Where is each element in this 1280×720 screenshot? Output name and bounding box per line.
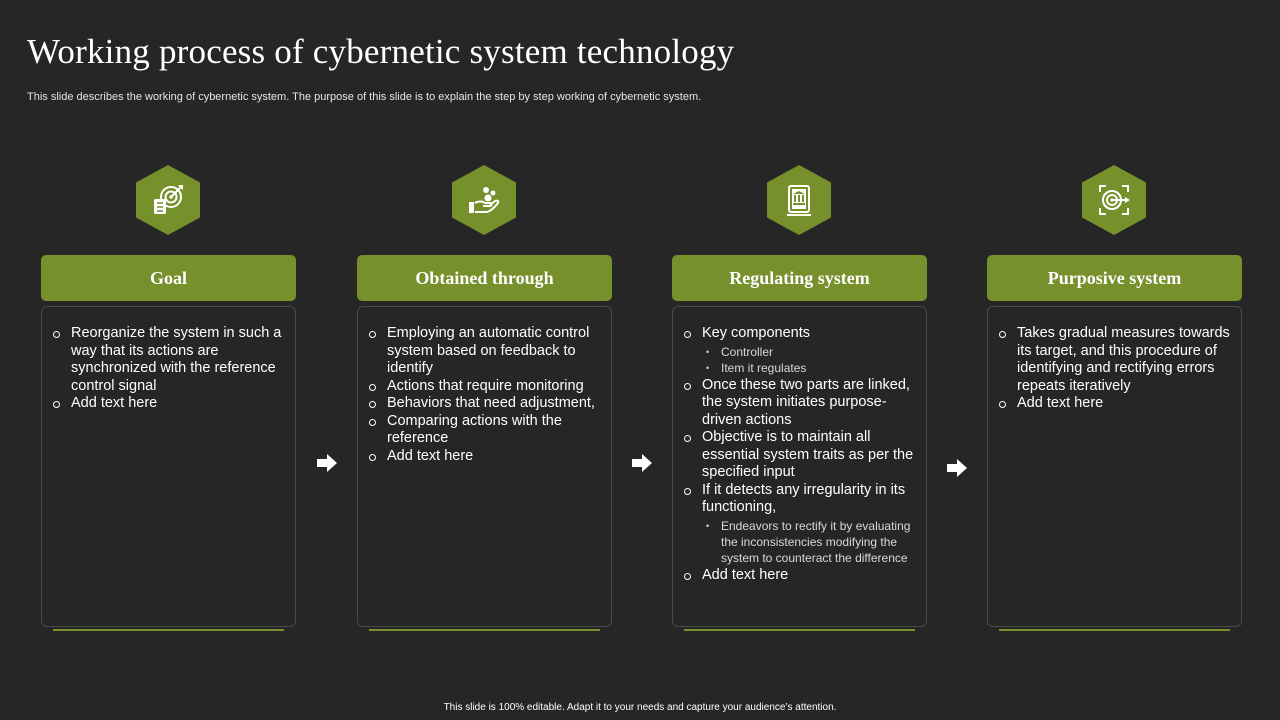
right-arrow-icon xyxy=(317,454,337,472)
step-obtained-through: Obtained through Employing an automatic … xyxy=(357,0,612,720)
accent-underline xyxy=(684,629,915,631)
target-checklist-icon xyxy=(136,165,200,235)
sub-bullet-list: Endeavors to rectify it by evaluating th… xyxy=(702,518,916,566)
sub-bullet-list: Controller Item it regulates xyxy=(702,344,916,376)
list-item: Once these two parts are linked, the sys… xyxy=(683,377,916,430)
step-content-box: Takes gradual measures towards its targe… xyxy=(987,306,1242,627)
step-header: Obtained through xyxy=(357,255,612,301)
bullet-list: Takes gradual measures towards its targe… xyxy=(998,325,1231,413)
list-item: Reorganize the system in such a way that… xyxy=(52,325,285,395)
accent-underline xyxy=(53,629,284,631)
step-content-box: Reorganize the system in such a way that… xyxy=(41,306,296,627)
sub-list-item: Endeavors to rectify it by evaluating th… xyxy=(702,518,916,566)
list-item: Add text here xyxy=(998,395,1231,413)
list-item: Key components Controller Item it regula… xyxy=(683,325,916,376)
list-item: If it detects any irregularity in its fu… xyxy=(683,482,916,566)
list-item: Add text here xyxy=(52,395,285,413)
step-regulating-system: Regulating system Key components Control… xyxy=(672,0,927,720)
right-arrow-icon xyxy=(947,459,967,477)
sub-list-item: Item it regulates xyxy=(702,360,916,376)
list-item: Employing an automatic control system ba… xyxy=(368,325,601,378)
step-header: Purposive system xyxy=(987,255,1242,301)
target-arrow-icon xyxy=(1082,165,1146,235)
accent-underline xyxy=(369,629,600,631)
step-purposive-system: Purposive system Takes gradual measures … xyxy=(987,0,1242,720)
accent-underline xyxy=(999,629,1230,631)
document-stack-icon xyxy=(767,165,831,235)
list-item: Objective is to maintain all essential s… xyxy=(683,429,916,482)
step-header: Regulating system xyxy=(672,255,927,301)
slide-subtitle: This slide describes the working of cybe… xyxy=(27,91,702,103)
step-content-box: Key components Controller Item it regula… xyxy=(672,306,927,627)
list-item: Add text here xyxy=(683,567,916,585)
list-item: Behaviors that need adjustment, xyxy=(368,395,601,413)
hand-coins-icon xyxy=(452,165,516,235)
sub-list-item: Controller xyxy=(702,344,916,360)
list-item: Comparing actions with the reference xyxy=(368,413,601,448)
slide-footer: This slide is 100% editable. Adapt it to… xyxy=(443,702,837,713)
step-content-box: Employing an automatic control system ba… xyxy=(357,306,612,627)
right-arrow-icon xyxy=(632,454,652,472)
list-item: Actions that require monitoring xyxy=(368,378,601,396)
slide-title: Working process of cybernetic system tec… xyxy=(27,32,735,71)
bullet-list: Reorganize the system in such a way that… xyxy=(52,325,285,413)
list-item: Takes gradual measures towards its targe… xyxy=(998,325,1231,395)
list-item: Add text here xyxy=(368,448,601,466)
bullet-list: Employing an automatic control system ba… xyxy=(368,325,601,465)
bullet-list: Key components Controller Item it regula… xyxy=(683,325,916,584)
step-goal: Goal Reorganize the system in such a way… xyxy=(41,0,296,720)
step-header: Goal xyxy=(41,255,296,301)
